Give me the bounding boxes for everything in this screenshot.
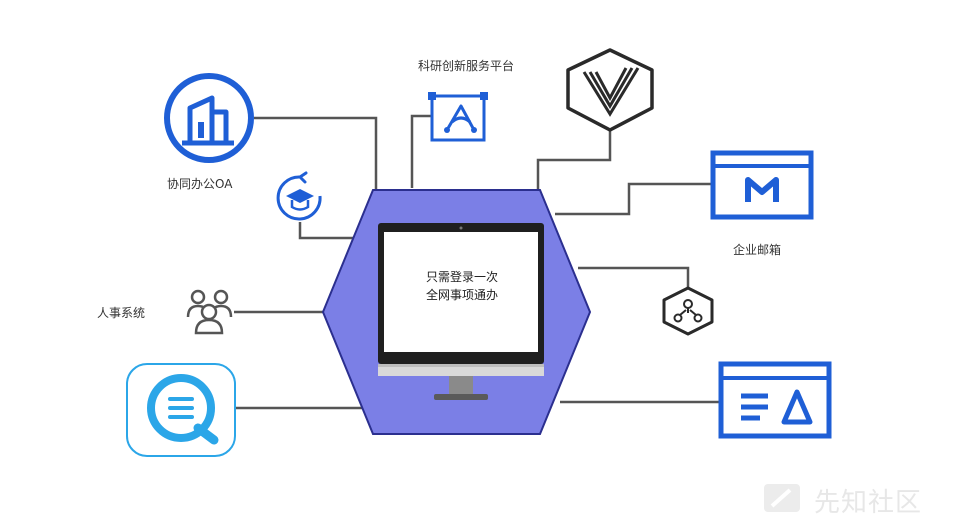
- label-research: 科研创新服务平台: [418, 59, 515, 73]
- v-logo-icon: [566, 48, 654, 132]
- mail-icon: [710, 150, 814, 220]
- connector-lines: [234, 114, 720, 410]
- network-icon: [662, 286, 714, 336]
- form-icon: [718, 361, 832, 439]
- connector-oa: [254, 116, 378, 193]
- people-icon: [186, 289, 233, 335]
- connector-mail: [555, 182, 712, 216]
- label-mail: 企业邮箱: [733, 243, 782, 257]
- center-line-1: 只需登录一次: [425, 270, 498, 284]
- watermark-text: 先知社区: [814, 488, 923, 518]
- building-icon: [164, 73, 254, 163]
- watermark-logo-icon: [764, 484, 800, 512]
- connector-network: [578, 266, 690, 288]
- label-oa: 协同办公OA: [167, 177, 233, 191]
- graduation-cap-icon: [276, 171, 322, 221]
- watermark: 先知社区: [764, 482, 964, 518]
- connector-v-logo: [536, 130, 612, 190]
- research-platform-icon: [428, 92, 488, 142]
- chat-icon: [126, 363, 236, 457]
- center-line-2: 全网事项通办: [425, 288, 498, 302]
- monitor-icon: [378, 223, 544, 400]
- connector-education: [298, 222, 360, 240]
- connector-research: [410, 114, 432, 188]
- center-message: 只需登录一次 全网事项通办: [384, 268, 540, 304]
- label-hr: 人事系统: [97, 306, 146, 320]
